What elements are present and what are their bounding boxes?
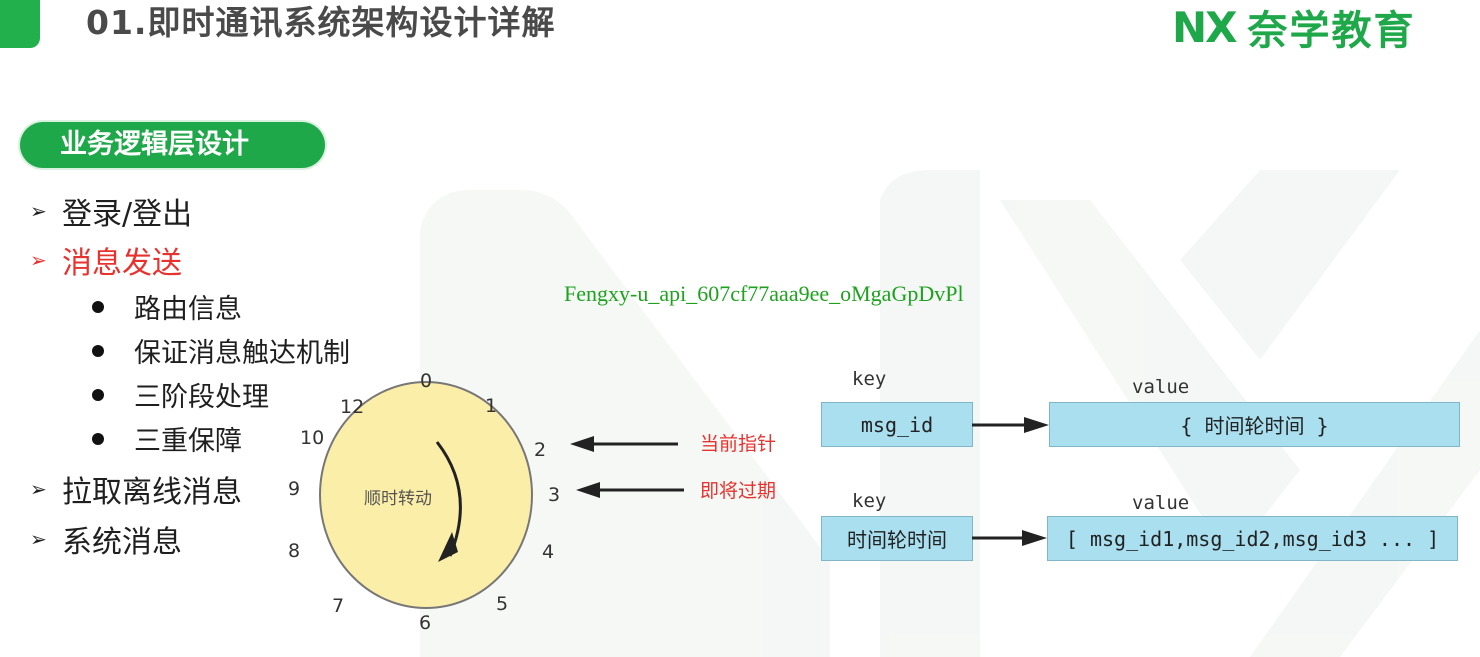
dot-bullet-icon [92,388,104,401]
current-pointer-arrowhead-icon [570,436,594,452]
wheel-tick: 9 [288,478,300,500]
brand-logo: NX 奈学教育 [1172,0,1416,56]
arrow-bullet-icon: ➢ [30,527,47,551]
sub-item-three-phase: 三阶段处理 [92,375,269,414]
outline-item-label: 系统消息 [62,525,182,560]
section-title-pill: 业务逻辑层设计 [20,122,325,168]
wheel-tick: 5 [496,593,508,615]
value-caption: value [1132,492,1190,514]
wheel-pointers: 当前指针 即将过期 [570,433,776,502]
logo-mark: NX [1172,2,1238,52]
sub-item-label: 三阶段处理 [134,382,269,413]
key-caption: key [852,490,887,512]
wheel-tick: 0 [420,370,432,392]
map-value-box: { 时间轮时间 } [1049,402,1460,447]
sub-item-routing: 路由信息 [92,287,242,326]
key-caption: key [852,368,887,390]
wheel-tick: 8 [288,540,300,562]
current-pointer-label: 当前指针 [700,433,776,455]
sub-item-label: 保证消息触达机制 [134,338,350,369]
mapping-arrows [972,417,1049,546]
arrow-bullet-icon: ➢ [30,248,47,272]
time-wheel-circle [319,381,533,609]
wheel-label: 顺时转动 [364,489,432,509]
outline-item-system: ➢ 系统消息 [30,517,182,561]
watermark-user-id: Fengxy-u_api_607cf77aaa9ee_oMgaGpDvPl [564,281,964,306]
outline-item-send-message: ➢ 消息发送 [30,238,182,282]
header-accent-block [0,0,40,48]
outline-item-offline: ➢ 拉取离线消息 [30,467,242,511]
slide-title: 01.即时通讯系统架构设计详解 [86,3,556,42]
expiring-pointer-label: 即将过期 [700,480,776,502]
dot-bullet-icon [92,344,104,357]
wheel-tick: 3 [548,484,560,506]
arrow-bullet-icon: ➢ [30,199,47,223]
map-value-box: [ msg_id1,msg_id2,msg_id3 ... ] [1047,516,1458,561]
time-wheel-diagram: 顺时转动 0 1 2 3 4 5 6 7 8 9 10 12 [288,370,560,634]
map-key-box: msg_id [821,402,973,447]
arrow-bullet-icon: ➢ [30,477,47,501]
dot-bullet-icon [92,300,104,313]
sub-item-delivery: 保证消息触达机制 [92,331,350,370]
wheel-tick: 2 [534,439,546,461]
rotation-arrowhead-icon [438,532,458,562]
wheel-tick: 7 [332,595,344,617]
wheel-tick: 4 [542,541,554,563]
wheel-tick: 6 [419,612,431,634]
outline-item-label: 消息发送 [62,246,182,281]
sub-item-label: 三重保障 [134,426,242,457]
logo-text: 奈学教育 [1247,8,1416,54]
mapping-arrowhead-icon [1022,530,1047,546]
wheel-tick: 10 [300,427,324,449]
expiring-pointer-arrowhead-icon [576,482,600,498]
wheel-tick: 1 [485,395,497,417]
outline-item-label: 登录/登出 [62,197,193,232]
value-caption: value [1132,376,1190,398]
map-key-box: 时间轮时间 [821,516,973,561]
outline-item-login: ➢ 登录/登出 [30,189,192,233]
sub-item-triple-guarantee: 三重保障 [92,419,242,458]
dot-bullet-icon [92,432,104,445]
wheel-tick: 12 [340,396,364,418]
outline-item-label: 拉取离线消息 [62,475,242,510]
sub-item-label: 路由信息 [134,294,242,325]
mapping-arrowhead-icon [1024,417,1049,433]
